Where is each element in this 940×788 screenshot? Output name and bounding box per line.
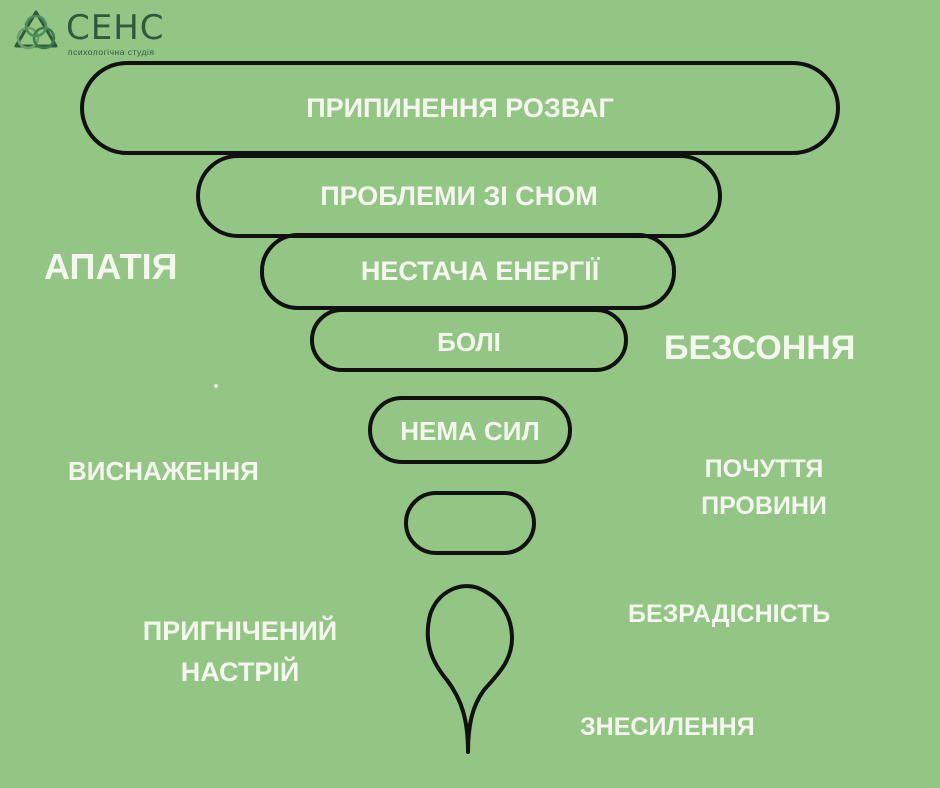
label-guilt: ПОЧУТТЯ ПРОВИНИ	[694, 453, 834, 522]
funnel-ring-4	[310, 308, 628, 372]
logo: СЕНС психологічна студія	[8, 6, 168, 58]
funnel-drop-tip	[425, 584, 514, 754]
funnel-ring-1	[80, 61, 840, 155]
label-apathy: АПАТІЯ	[44, 246, 178, 287]
label-depletion: ЗНЕСИЛЕННЯ	[580, 713, 755, 741]
level-label-2: ПРОБЛЕМИ ЗІ СНОМ	[320, 181, 598, 211]
label-guilt-line-1: ПОЧУТТЯ	[704, 455, 824, 483]
label-guilt-line-2: ПРОВИНИ	[701, 491, 827, 520]
level-label-3: НЕСТАЧА ЕНЕРГІЇ	[360, 256, 600, 286]
logo-name: СЕНС	[66, 8, 165, 48]
funnel-ring-5	[368, 396, 572, 464]
label-depressed-mood: ПРИГНІЧЕНИЙ НАСТРІЙ	[124, 614, 356, 690]
speck-dot	[214, 384, 218, 388]
logo-knot-icon	[14, 10, 58, 50]
logo-subtitle: психологічна студія	[68, 47, 155, 57]
label-exhaustion: ВИСНАЖЕННЯ	[68, 456, 259, 486]
label-depressed-line-1: ПРИГНІЧЕНИЙ	[142, 616, 338, 646]
label-depressed-line-2: НАСТРІЙ	[180, 657, 300, 688]
level-label-1: ПРИПИНЕННЯ РОЗВАГ	[306, 93, 614, 123]
level-label-4: БОЛІ	[437, 327, 501, 357]
label-insomnia: БЕЗСОННЯ	[664, 329, 856, 367]
level-label-5: НЕМА СИЛ	[400, 416, 540, 446]
funnel-ring-6	[404, 491, 536, 555]
label-joylessness: БЕЗРАДІСНІСТЬ	[628, 600, 831, 628]
